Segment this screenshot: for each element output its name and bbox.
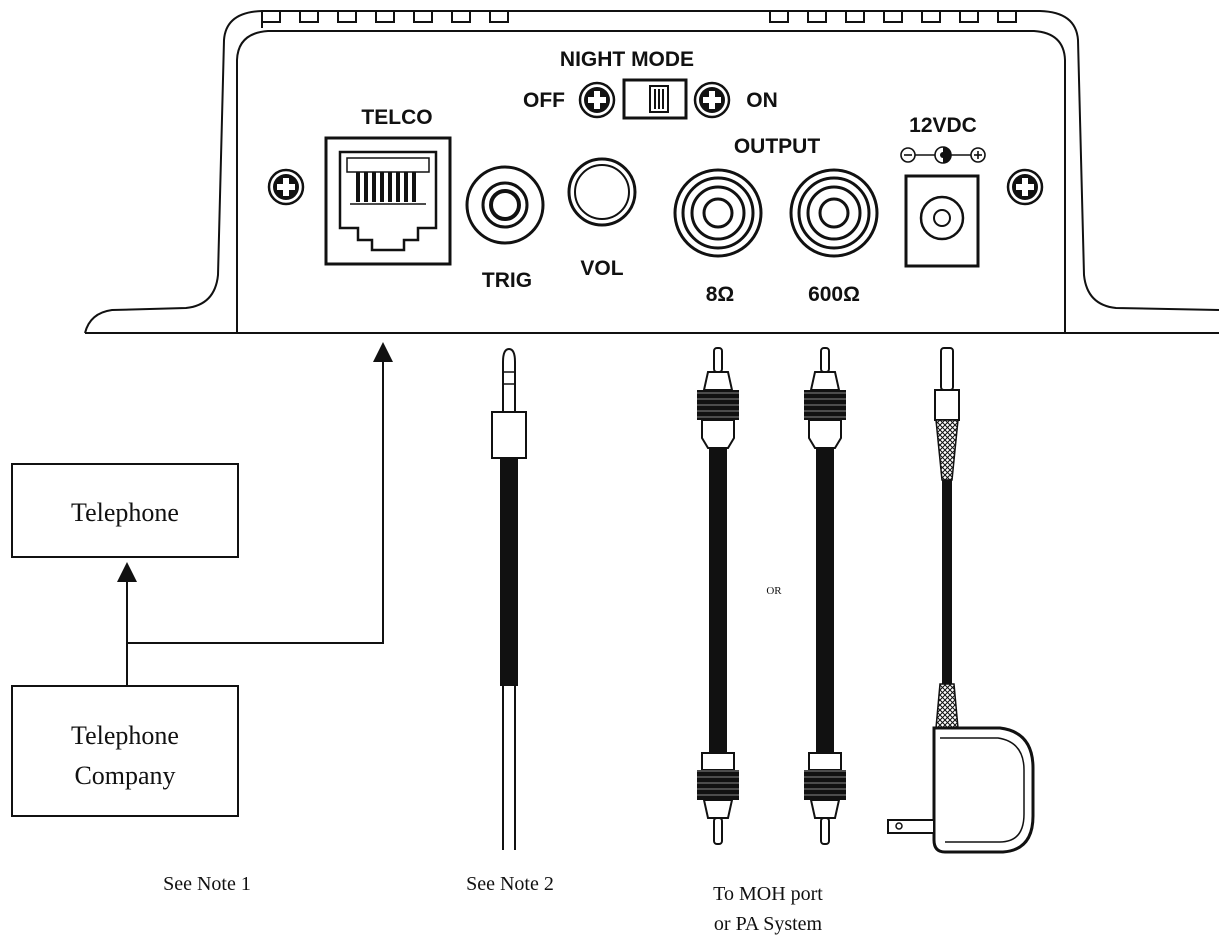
dc-jack-icon[interactable] [904, 174, 980, 268]
switch-left-screw-icon [578, 81, 616, 119]
note1-text: See Note 1 [163, 873, 251, 895]
output-label: OUTPUT [734, 135, 821, 158]
telephone-company-box: Telephone Company [11, 685, 239, 817]
rca-cable-8ohm [697, 347, 739, 845]
rca-8ohm-jack-icon[interactable] [673, 168, 763, 258]
rca-600ohm-jack-icon[interactable] [789, 168, 879, 258]
moh-line1-text: To MOH port [713, 883, 823, 905]
telephone-company-line2: Company [74, 761, 175, 790]
trig-label: TRIG [482, 269, 532, 292]
left-screw-icon [267, 168, 305, 206]
telco-wiring-lines [117, 342, 393, 686]
note2-text: See Note 2 [466, 873, 554, 895]
telco-label: TELCO [361, 106, 432, 129]
slide-switch-icon[interactable] [622, 78, 688, 120]
trigger-plug-cable [491, 347, 527, 850]
rj11-jack-icon[interactable] [324, 136, 452, 266]
out-8-label: 8Ω [706, 283, 735, 306]
right-screw-icon [1006, 168, 1044, 206]
device-housing [84, 10, 1219, 334]
vol-label: VOL [580, 257, 623, 280]
vol-knob-icon[interactable] [567, 157, 637, 227]
or-label: OR [766, 585, 782, 597]
off-label: OFF [523, 89, 565, 112]
night-mode-label: NIGHT MODE [560, 48, 694, 71]
out-600-label: 600Ω [808, 283, 860, 306]
power-label: 12VDC [909, 114, 977, 137]
telephone-company-line1: Telephone [71, 721, 179, 750]
rca-cable-600ohm [804, 347, 846, 845]
on-label: ON [746, 89, 778, 112]
moh-line2-text: or PA System [714, 913, 823, 935]
telephone-label: Telephone [71, 498, 179, 527]
polarity-symbol-icon [900, 146, 986, 164]
power-adapter-icon [887, 347, 1035, 854]
telephone-box: Telephone [11, 463, 239, 558]
switch-right-screw-icon [693, 81, 731, 119]
trig-jack-icon[interactable] [465, 165, 545, 245]
